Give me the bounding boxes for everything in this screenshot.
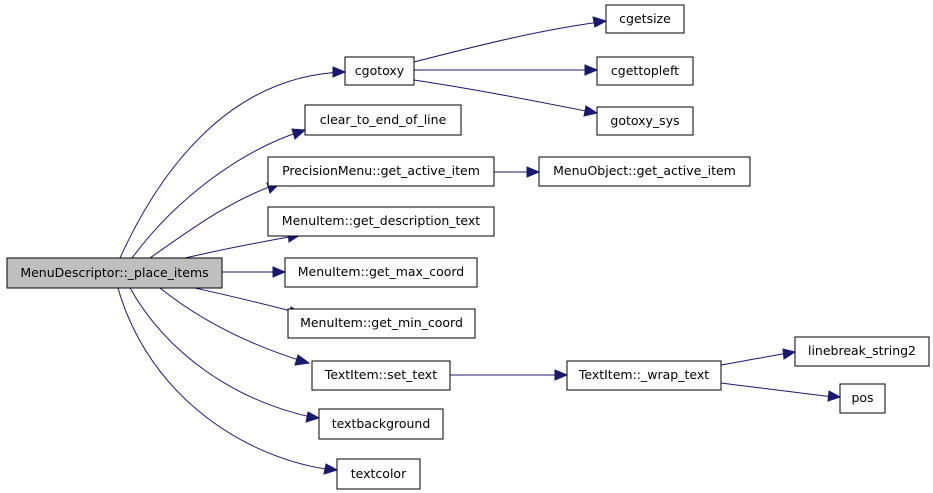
- node-set-text[interactable]: TextItem::set_text: [311, 360, 451, 391]
- edge-root-to-textbackground: [129, 287, 316, 419]
- node-cgotoxy[interactable]: cgotoxy: [344, 56, 415, 86]
- edge-root-to-get-min-coord: [194, 287, 299, 314]
- edge-root-to-get-description-text: [184, 234, 301, 259]
- edge-root-to-cgotoxy: [119, 71, 346, 259]
- node-get-min-coord-label: MenuItem::get_min_coord: [300, 315, 463, 330]
- node-precision-get-active-item[interactable]: PrecisionMenu::get_active_item: [267, 156, 495, 187]
- node-cgettopleft-label: cgettopleft: [611, 63, 679, 78]
- node-get-max-coord[interactable]: MenuItem::get_max_coord: [284, 257, 478, 288]
- node-linebreak-string2[interactable]: linebreak_string2: [794, 336, 930, 367]
- node-cgetsize[interactable]: cgetsize: [605, 4, 685, 34]
- edges: [117, 21, 834, 471]
- node-gotoxy-sys-label: gotoxy_sys: [610, 113, 679, 128]
- node-linebreak-string2-label: linebreak_string2: [808, 343, 916, 358]
- node-get-min-coord[interactable]: MenuItem::get_min_coord: [287, 308, 476, 339]
- arrowhead-textbackground: [305, 411, 321, 423]
- edge-cgotoxy-to-gotoxy-sys: [413, 79, 592, 113]
- arrowhead-pos: [827, 390, 842, 402]
- node-pos-label: pos: [851, 390, 873, 405]
- edge-wrap-text-to-pos: [720, 382, 834, 398]
- node-pos[interactable]: pos: [839, 383, 886, 414]
- edge-wrap-text-to-linebreak-string2: [720, 352, 789, 366]
- node-textcolor[interactable]: textcolor: [336, 458, 421, 490]
- node-cgettopleft[interactable]: cgettopleft: [596, 56, 694, 86]
- arrowhead-menuobject-get-active-item: [526, 166, 541, 178]
- nodes: MenuDescriptor::_place_items cgotoxy cge…: [6, 4, 930, 490]
- arrowhead-get-max-coord: [272, 266, 287, 278]
- node-clear-to-end-of-line-label: clear_to_end_of_line: [320, 112, 447, 127]
- edge-root-to-set-text: [159, 287, 306, 363]
- node-textbackground-label: textbackground: [332, 416, 431, 431]
- edge-root-to-clear-to-end-of-line: [131, 129, 306, 259]
- node-get-max-coord-label: MenuItem::get_max_coord: [298, 264, 464, 279]
- edge-root-to-textcolor: [117, 287, 334, 471]
- edge-cgotoxy-to-cgetsize: [413, 21, 601, 63]
- arrowhead-cgettopleft: [584, 64, 599, 76]
- node-clear-to-end-of-line[interactable]: clear_to_end_of_line: [304, 104, 462, 136]
- arrowhead-wrap-text: [554, 369, 569, 381]
- node-get-description-text-label: MenuItem::get_description_text: [282, 213, 480, 228]
- node-gotoxy-sys[interactable]: gotoxy_sys: [596, 106, 694, 136]
- arrowhead-set-text: [294, 354, 311, 366]
- arrowhead-linebreak-string2: [782, 348, 797, 360]
- arrowhead-cgotoxy: [332, 66, 347, 78]
- node-wrap-text-label: TextItem::_wrap_text: [578, 367, 709, 382]
- arrowhead-gotoxy-sys: [583, 105, 599, 117]
- arrowhead-clear-to-end-of-line: [291, 128, 307, 140]
- node-set-text-label: TextItem::set_text: [324, 367, 437, 382]
- node-precision-get-active-item-label: PrecisionMenu::get_active_item: [282, 163, 480, 178]
- node-menuobject-get-active-item[interactable]: MenuObject::get_active_item: [538, 156, 751, 187]
- node-textbackground[interactable]: textbackground: [318, 408, 444, 440]
- arrowhead-cgetsize: [592, 16, 608, 28]
- node-cgetsize-label: cgetsize: [619, 11, 671, 26]
- node-get-description-text[interactable]: MenuItem::get_description_text: [267, 206, 495, 237]
- arrowheads: [266, 16, 842, 475]
- node-root-label: MenuDescriptor::_place_items: [20, 265, 208, 280]
- node-menuobject-get-active-item-label: MenuObject::get_active_item: [553, 163, 736, 178]
- arrowhead-textcolor: [323, 463, 339, 475]
- node-cgotoxy-label: cgotoxy: [355, 63, 405, 78]
- edge-root-to-precision-get-active-item: [149, 182, 281, 259]
- node-textcolor-label: textcolor: [351, 466, 407, 481]
- node-wrap-text[interactable]: TextItem::_wrap_text: [566, 360, 722, 391]
- node-root[interactable]: MenuDescriptor::_place_items: [6, 257, 223, 289]
